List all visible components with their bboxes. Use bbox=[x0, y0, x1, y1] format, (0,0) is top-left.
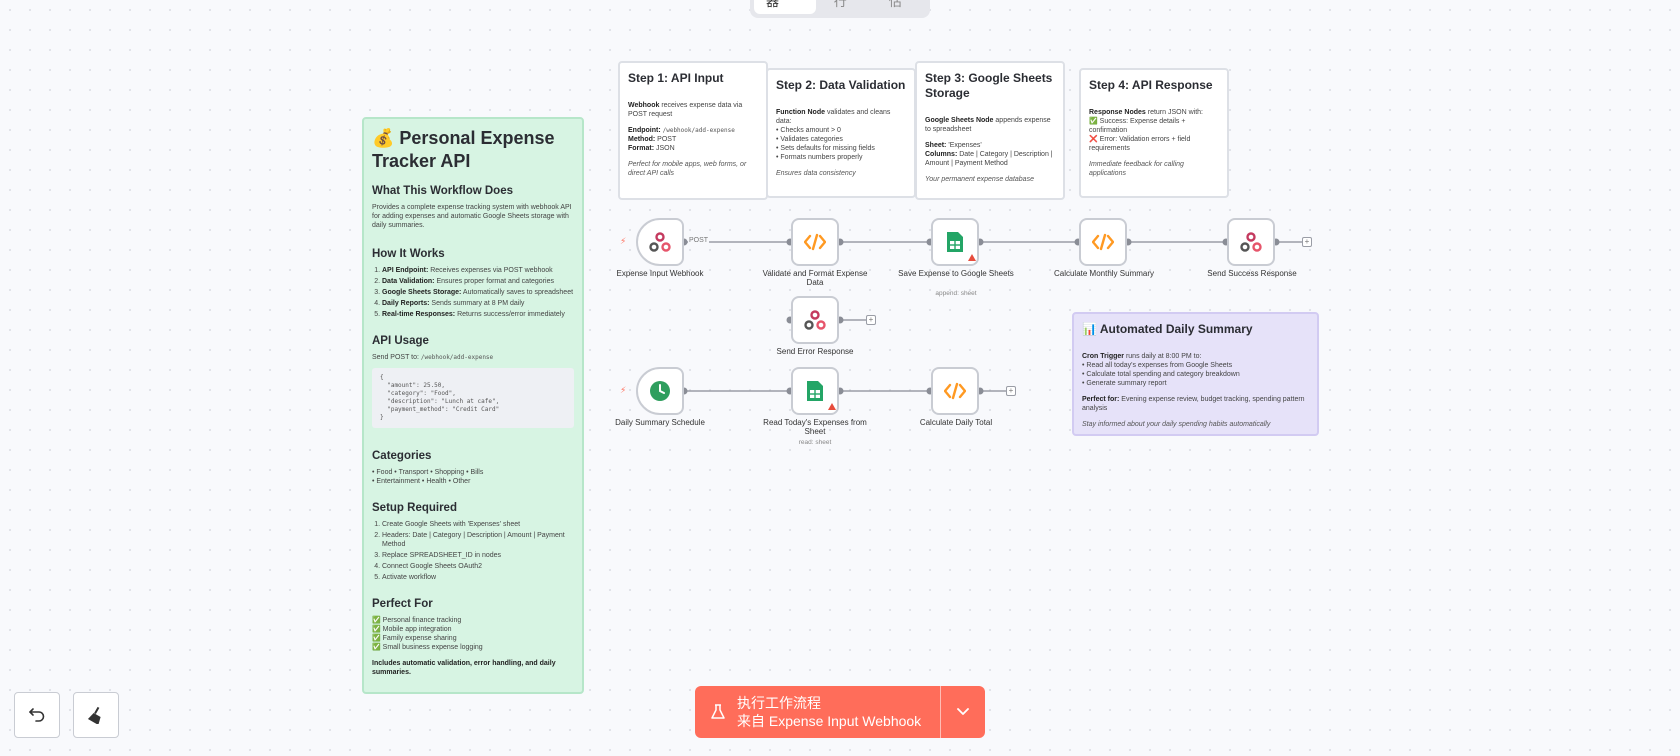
webhook-icon bbox=[804, 310, 826, 330]
perfect-item: ✅ Small business expense logging bbox=[372, 644, 483, 651]
code-icon bbox=[1092, 233, 1114, 251]
daily-title: 📊 Automated Daily Summary bbox=[1082, 322, 1253, 336]
setup-item: Replace SPREADSHEET_ID in nodes bbox=[382, 551, 574, 560]
setup-item: Create Google Sheets with 'Expenses' she… bbox=[382, 520, 574, 529]
error-response-node-label: Send Error Response bbox=[776, 347, 854, 356]
daily-total-node-label: Calculate Daily Total bbox=[919, 418, 993, 427]
warning-icon bbox=[828, 403, 836, 410]
perfect-item: ✅ Mobile app integration bbox=[372, 626, 452, 633]
categories-heading: Categories bbox=[372, 450, 432, 462]
undo-icon bbox=[29, 708, 45, 722]
tab-editor[interactable]: 编辑器 bbox=[754, 0, 816, 14]
warning-icon bbox=[968, 254, 976, 261]
daily-total-node[interactable] bbox=[931, 367, 979, 415]
save-sheets-node-label: Save Expense to Google Sheets bbox=[898, 269, 1014, 278]
how-item: Google Sheets Storage: Automatically sav… bbox=[382, 288, 574, 297]
setup-heading: Setup Required bbox=[372, 502, 457, 514]
clear-execution-button[interactable] bbox=[73, 692, 119, 738]
categories-line: • Entertainment • Health • Other bbox=[372, 478, 471, 485]
main-sticky-note[interactable]: 💰 Personal Expense Tracker API What This… bbox=[362, 117, 584, 694]
usage-heading: API Usage bbox=[372, 335, 429, 347]
add-node-plus-icon[interactable]: + bbox=[1006, 386, 1016, 396]
trigger-bolt-icon: ⚡ bbox=[620, 385, 627, 395]
usage-text: Send POST to: /webhook/add-expense bbox=[372, 354, 494, 361]
google-sheets-icon bbox=[947, 232, 963, 252]
read-sheets-node-subtitle: read: sheet bbox=[798, 439, 832, 446]
trigger-bolt-icon: ⚡ bbox=[620, 236, 627, 246]
setup-item: Headers: Date | Category | Description |… bbox=[382, 531, 574, 549]
execute-label: 执行工作流程 bbox=[737, 695, 821, 711]
step2-title: Step 2: Data Validation bbox=[776, 78, 906, 92]
perfect-item: ✅ Personal finance tracking bbox=[372, 617, 462, 624]
step1-title: Step 1: API Input bbox=[628, 71, 724, 85]
success-response-node-label: Send Success Response bbox=[1207, 269, 1297, 278]
validate-node[interactable] bbox=[791, 218, 839, 266]
execute-source: 来自 Expense Input Webhook bbox=[737, 713, 922, 729]
perfect-item: ✅ Family expense sharing bbox=[372, 635, 457, 642]
execute-workflow-button[interactable]: 执行工作流程 来自 Expense Input Webhook bbox=[695, 686, 985, 738]
execute-dropdown[interactable] bbox=[941, 686, 985, 738]
code-icon bbox=[944, 382, 966, 400]
read-sheets-node-label: Read Today's Expenses from Sheet bbox=[763, 418, 867, 436]
add-node-plus-icon[interactable]: + bbox=[866, 315, 876, 325]
monthly-summary-node-label: Calculate Monthly Summary bbox=[1053, 269, 1155, 278]
what-text: Provides a complete expense tracking sys… bbox=[372, 204, 572, 229]
monthly-summary-node[interactable] bbox=[1079, 218, 1127, 266]
how-heading: How It Works bbox=[372, 248, 445, 260]
how-list: API Endpoint: Receives expenses via POST… bbox=[372, 266, 574, 319]
webhook-node[interactable] bbox=[636, 218, 684, 266]
usage-code-block: { "amount": 25.50, "category": "Food", "… bbox=[372, 368, 574, 428]
step1-note[interactable]: Step 1: API Input Webhook receives expen… bbox=[618, 61, 768, 200]
perfect-heading: Perfect For bbox=[372, 598, 433, 610]
step2-note[interactable]: Step 2: Data Validation Function Node va… bbox=[766, 68, 916, 198]
google-sheets-icon bbox=[807, 381, 823, 401]
webhook-icon bbox=[1240, 232, 1262, 252]
execute-divider bbox=[940, 686, 941, 738]
note-footer: Includes automatic validation, error han… bbox=[372, 660, 556, 676]
tab-evaluations[interactable]: 评估 bbox=[888, 0, 902, 9]
error-response-node[interactable] bbox=[791, 296, 839, 344]
undo-button[interactable] bbox=[14, 692, 60, 738]
schedule-node[interactable] bbox=[636, 367, 684, 415]
webhook-icon bbox=[649, 232, 671, 252]
how-item: Data Validation: Ensures proper format a… bbox=[382, 277, 574, 286]
how-item: API Endpoint: Receives expenses via POST… bbox=[382, 266, 574, 275]
save-sheets-node-subtitle: append: sheet bbox=[935, 290, 977, 297]
execute-main[interactable]: 执行工作流程 来自 Expense Input Webhook bbox=[695, 686, 940, 738]
step3-title: Step 3: Google Sheets Storage bbox=[925, 71, 1053, 100]
note-title: 💰 Personal Expense Tracker API bbox=[372, 128, 555, 171]
categories-line: • Food • Transport • Shopping • Bills bbox=[372, 469, 484, 476]
chevron-down-icon bbox=[957, 708, 969, 715]
broom-icon bbox=[87, 706, 101, 724]
clock-icon bbox=[650, 381, 670, 401]
flask-icon bbox=[711, 704, 725, 719]
setup-item: Activate workflow bbox=[382, 573, 574, 582]
validate-node-label: Validate and Format Expense Data bbox=[762, 269, 868, 287]
post-connection-label: POST bbox=[688, 237, 710, 244]
read-sheets-node[interactable] bbox=[791, 367, 839, 415]
how-item: Daily Reports: Sends summary at 8 PM dai… bbox=[382, 299, 574, 308]
step4-title: Step 4: API Response bbox=[1089, 78, 1213, 92]
setup-item: Connect Google Sheets OAuth2 bbox=[382, 562, 574, 571]
add-node-plus-icon[interactable]: + bbox=[1302, 237, 1312, 247]
success-response-node[interactable] bbox=[1227, 218, 1275, 266]
daily-summary-note[interactable]: 📊 Automated Daily Summary Cron Trigger r… bbox=[1072, 312, 1319, 436]
webhook-node-label: Expense Input Webhook bbox=[616, 269, 704, 278]
schedule-node-label: Daily Summary Schedule bbox=[615, 418, 705, 427]
step3-note[interactable]: Step 3: Google Sheets Storage Google She… bbox=[915, 61, 1065, 200]
code-icon bbox=[804, 233, 826, 251]
tab-executions[interactable]: 执行 bbox=[833, 0, 847, 9]
how-item: Real-time Responses: Returns success/err… bbox=[382, 310, 574, 319]
step4-note[interactable]: Step 4: API Response Response Nodes retu… bbox=[1079, 68, 1229, 198]
view-tabs: 编辑器 执行 评估 bbox=[750, 0, 930, 18]
what-heading: What This Workflow Does bbox=[372, 185, 513, 197]
setup-list: Create Google Sheets with 'Expenses' she… bbox=[372, 520, 574, 582]
